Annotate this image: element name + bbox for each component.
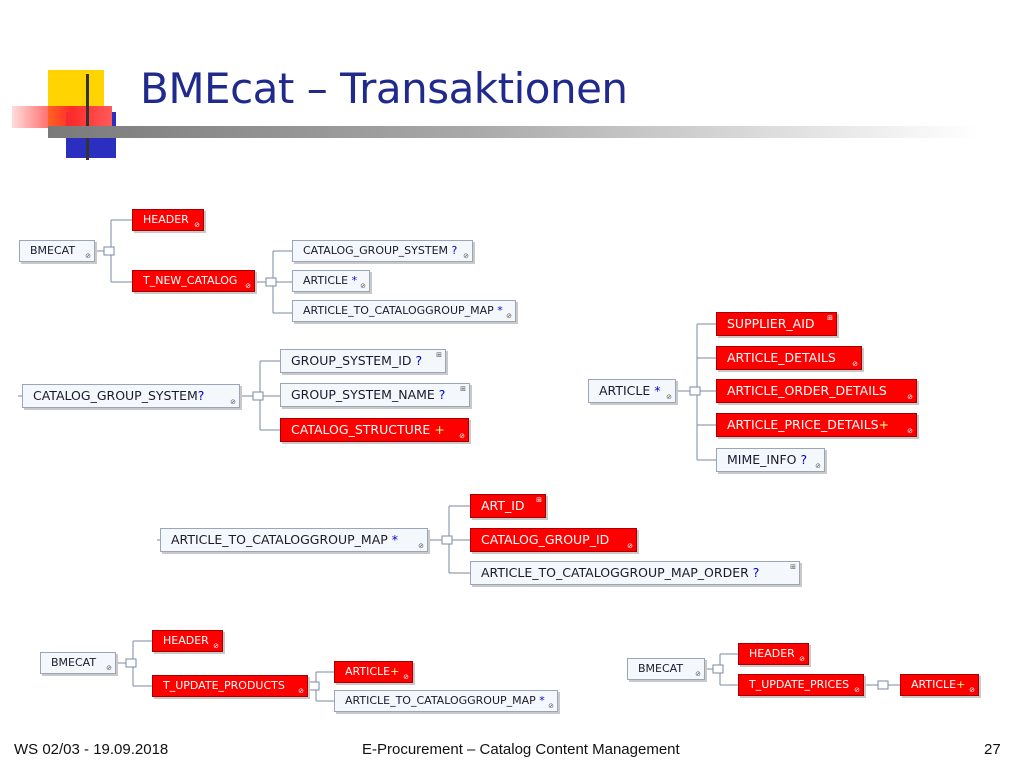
expand-icon: ⊘: [815, 462, 821, 470]
page-number: 27: [984, 741, 1001, 758]
d1-trans-node: T_NEW_CATALOG⊘: [132, 270, 255, 292]
d4-child-2-node: CATALOG_GROUP_ID⊘: [470, 528, 637, 552]
d3-root-node: ARTICLE *⊘: [588, 379, 676, 403]
sequence-connector-icon: [125, 658, 137, 668]
expand-icon: ⊘: [506, 312, 512, 320]
expand-icon: ⊘: [627, 542, 633, 550]
expand-icon: ⊘: [403, 673, 409, 681]
expand-icon: ⊘: [213, 642, 219, 650]
expand-icon: ⊘: [85, 252, 91, 260]
sequence-connector-icon: [441, 535, 453, 545]
d5-header-node: HEADER⊘: [152, 630, 223, 652]
expand-icon: ⊘: [907, 427, 913, 435]
d5-trans-node: T_UPDATE_PRODUCTS⊘: [152, 675, 308, 697]
expand-icon: ⊘: [298, 687, 304, 695]
d2-root-node: CATALOG_GROUP_SYSTEM?⊘: [22, 384, 240, 408]
d4-root-node: ARTICLE_TO_CATALOGGROUP_MAP *⊘: [160, 528, 428, 552]
d1-root-node: BMECAT⊘: [19, 240, 95, 262]
d1-child-3-node: ARTICLE_TO_CATALOGGROUP_MAP *⊘: [292, 300, 516, 322]
d1-header-node: HEADER⊘: [132, 209, 204, 231]
expand-icon: ⊘: [230, 398, 236, 406]
expand-icon: ⊘: [459, 432, 465, 440]
d4-child-1-node: ART_ID⊞: [470, 494, 546, 518]
attribute-marker-icon: ⊞: [460, 385, 466, 393]
d5-child-2-node: ARTICLE_TO_CATALOGGROUP_MAP *⊘: [334, 690, 558, 712]
slide-title: BMEcat – Transaktionen: [140, 64, 628, 113]
d6-root-node: BMECAT⊘: [627, 658, 705, 680]
expand-icon: ⊘: [106, 664, 112, 672]
sequence-connector-icon: [308, 681, 320, 691]
attribute-marker-icon: ⊞: [436, 351, 442, 359]
footer-center: E-Procurement – Catalog Content Manageme…: [362, 741, 680, 758]
expand-icon: ⊘: [969, 686, 975, 694]
sequence-connector-icon: [103, 246, 115, 256]
expand-icon: ⊘: [695, 670, 701, 678]
d6-header-node: HEADER⊘: [738, 643, 809, 665]
footer-left: WS 02/03 - 19.09.2018: [14, 741, 169, 758]
sequence-connector-icon: [712, 664, 724, 674]
sequence-connector-icon: [689, 386, 701, 396]
d5-child-1-node: ARTICLE+⊘: [334, 661, 413, 683]
deco-vertical-line: [86, 74, 89, 160]
d6-trans-node: T_UPDATE_PRICES⊘: [738, 674, 864, 696]
expand-icon: ⊘: [666, 393, 672, 401]
d4-child-3-node: ARTICLE_TO_CATALOGGROUP_MAP_ORDER ?⊞: [470, 561, 800, 585]
expand-icon: ⊘: [360, 282, 366, 290]
d3-child-1-node: SUPPLIER_AID⊞: [716, 312, 837, 336]
expand-icon: ⊘: [548, 702, 554, 710]
d3-child-2-node: ARTICLE_DETAILS⊘: [716, 346, 862, 370]
expand-icon: ⊘: [799, 655, 805, 663]
expand-icon: ⊘: [245, 282, 251, 290]
d3-child-5-node: MIME_INFO ?⊘: [716, 448, 825, 472]
sequence-connector-icon: [252, 391, 264, 401]
d1-child-2-node: ARTICLE *⊘: [292, 270, 370, 292]
title-underline: [48, 126, 978, 138]
d5-root-node: BMECAT⊘: [40, 652, 116, 674]
d2-child-2-node: GROUP_SYSTEM_NAME ?⊞: [280, 383, 470, 407]
expand-icon: ⊘: [463, 252, 469, 260]
d1-child-1-node: CATALOG_GROUP_SYSTEM ?⊘: [292, 240, 473, 262]
expand-icon: ⊘: [194, 221, 200, 229]
expand-icon: ⊘: [852, 360, 858, 368]
d3-child-3-node: ARTICLE_ORDER_DETAILS⊘: [716, 379, 917, 403]
attribute-marker-icon: ⊞: [790, 563, 796, 571]
expand-icon: ⊘: [418, 542, 424, 550]
expand-icon: ⊘: [907, 393, 913, 401]
expand-icon: ⊘: [854, 686, 860, 694]
attribute-marker-icon: ⊞: [827, 314, 833, 322]
d2-child-3-node: CATALOG_STRUCTURE +⊘: [280, 418, 469, 442]
d2-child-1-node: GROUP_SYSTEM_ID ?⊞: [280, 349, 446, 373]
sequence-connector-icon: [877, 680, 889, 690]
attribute-marker-icon: ⊞: [536, 496, 542, 504]
sequence-connector-icon: [265, 277, 277, 287]
d6-child-1-node: ARTICLE+⊘: [900, 674, 979, 696]
d3-child-4-node: ARTICLE_PRICE_DETAILS+⊘: [716, 413, 917, 437]
